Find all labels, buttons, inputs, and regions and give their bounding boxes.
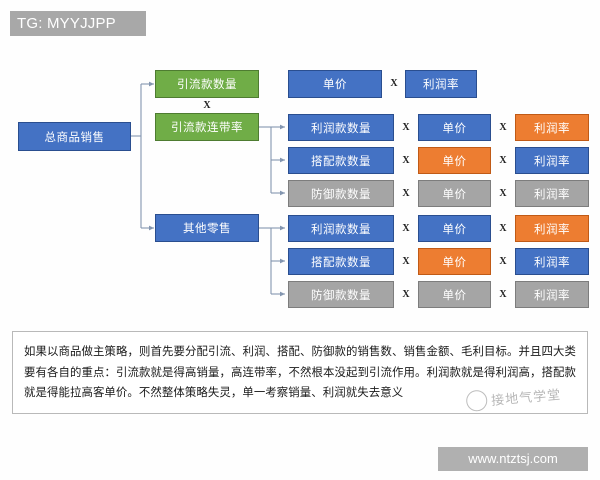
row-6-cell-0[interactable]: 防御款数量 bbox=[288, 281, 394, 308]
row-5-cell-1[interactable]: 单价 bbox=[418, 248, 491, 275]
row-2-cell-0[interactable]: 搭配款数量 bbox=[288, 147, 394, 174]
multiply-symbol-branch: X bbox=[203, 100, 211, 111]
row-5-cell-0[interactable]: 搭配款数量 bbox=[288, 248, 394, 275]
row-0-multiply-0: X bbox=[390, 78, 398, 89]
node-branch-2[interactable]: 引流款连带率 bbox=[155, 113, 259, 141]
note-text: 如果以商品做主策略，则首先要分配引流、利润、搭配、防御款的销售数、销售金额、毛利… bbox=[24, 344, 576, 399]
site-url-label: www.ntztsj.com bbox=[438, 447, 588, 471]
row-3-cell-2[interactable]: 利润率 bbox=[515, 180, 589, 207]
row-2-multiply-0: X bbox=[402, 155, 410, 166]
tg-watermark-label: TG: MYYJJPP bbox=[10, 11, 146, 36]
node-root[interactable]: 总商品销售 bbox=[18, 122, 131, 151]
row-6-cell-1[interactable]: 单价 bbox=[418, 281, 491, 308]
row-0-cell-0[interactable]: 单价 bbox=[288, 70, 382, 98]
row-2-cell-1[interactable]: 单价 bbox=[418, 147, 491, 174]
row-2-cell-2[interactable]: 利润率 bbox=[515, 147, 589, 174]
row-6-multiply-1: X bbox=[499, 289, 507, 300]
row-3-cell-1[interactable]: 单价 bbox=[418, 180, 491, 207]
row-4-cell-1[interactable]: 单价 bbox=[418, 215, 491, 242]
row-1-multiply-0: X bbox=[402, 122, 410, 133]
row-1-multiply-1: X bbox=[499, 122, 507, 133]
row-4-multiply-0: X bbox=[402, 223, 410, 234]
row-2-multiply-1: X bbox=[499, 155, 507, 166]
row-3-multiply-0: X bbox=[402, 188, 410, 199]
row-6-cell-2[interactable]: 利润率 bbox=[515, 281, 589, 308]
row-1-cell-2[interactable]: 利润率 bbox=[515, 114, 589, 141]
row-3-cell-0[interactable]: 防御款数量 bbox=[288, 180, 394, 207]
row-5-multiply-0: X bbox=[402, 256, 410, 267]
row-1-cell-1[interactable]: 单价 bbox=[418, 114, 491, 141]
connector-lines bbox=[131, 81, 285, 297]
row-4-multiply-1: X bbox=[499, 223, 507, 234]
note-box: 如果以商品做主策略，则首先要分配引流、利润、搭配、防御款的销售数、销售金额、毛利… bbox=[12, 331, 588, 414]
row-0-cell-1[interactable]: 利润率 bbox=[405, 70, 477, 98]
row-4-cell-0[interactable]: 利润款数量 bbox=[288, 215, 394, 242]
node-branch-3[interactable]: 其他零售 bbox=[155, 214, 259, 242]
row-3-multiply-1: X bbox=[499, 188, 507, 199]
row-4-cell-2[interactable]: 利润率 bbox=[515, 215, 589, 242]
sales-breakdown-diagram: 总商品销售 引流款数量 引流款连带率 其他零售 X 单价 X 利润率 利润款数量… bbox=[18, 70, 589, 308]
row-5-cell-2[interactable]: 利润率 bbox=[515, 248, 589, 275]
row-5-multiply-1: X bbox=[499, 256, 507, 267]
node-branch-1[interactable]: 引流款数量 bbox=[155, 70, 259, 98]
row-1-cell-0[interactable]: 利润款数量 bbox=[288, 114, 394, 141]
row-6-multiply-0: X bbox=[402, 289, 410, 300]
